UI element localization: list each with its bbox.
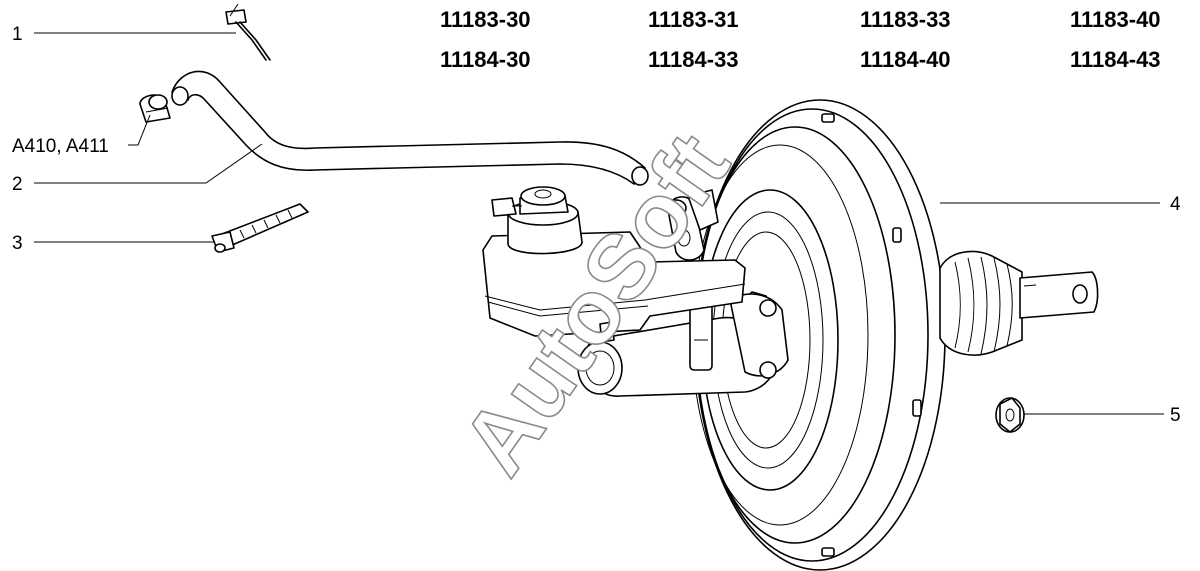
vacuum-hose-part-2[interactable]	[171, 70, 649, 186]
flange-nut-part-5[interactable]	[995, 397, 1025, 433]
brake-booster[interactable]	[691, 99, 1099, 571]
callout-4: 4	[1170, 194, 1181, 215]
leader-lines	[34, 32, 1164, 415]
model-number-table: 11183-30 11183-31 11183-33 11183-40 1118…	[440, 7, 1161, 72]
brake-fluid-reservoir[interactable]	[482, 186, 746, 343]
model-number: 11183-31	[648, 7, 739, 32]
model-number: 11184-43	[1070, 47, 1161, 72]
master-cylinder[interactable]	[577, 291, 789, 397]
model-number: 11183-40	[1070, 7, 1161, 32]
model-number: 11184-30	[440, 47, 531, 72]
model-number: 11183-30	[440, 7, 531, 32]
model-number: 11184-33	[648, 47, 739, 72]
model-number: 11184-40	[860, 47, 951, 72]
callout-2: 2	[12, 174, 23, 195]
cable-tie-part-3[interactable]	[211, 203, 309, 253]
vacuum-check-valve[interactable]	[665, 189, 719, 261]
wire-clip-part-1[interactable]	[225, 3, 271, 61]
callout-3: 3	[12, 233, 23, 254]
callout-1: 1	[12, 24, 23, 45]
callout-labels: 1 A410, A411 2 3 4 5	[12, 24, 1181, 426]
model-number: 11183-33	[860, 7, 951, 32]
hose-fitting-a410[interactable]	[139, 94, 171, 123]
callout-a410-a411: A410, A411	[12, 136, 109, 157]
callout-5: 5	[1170, 405, 1181, 426]
